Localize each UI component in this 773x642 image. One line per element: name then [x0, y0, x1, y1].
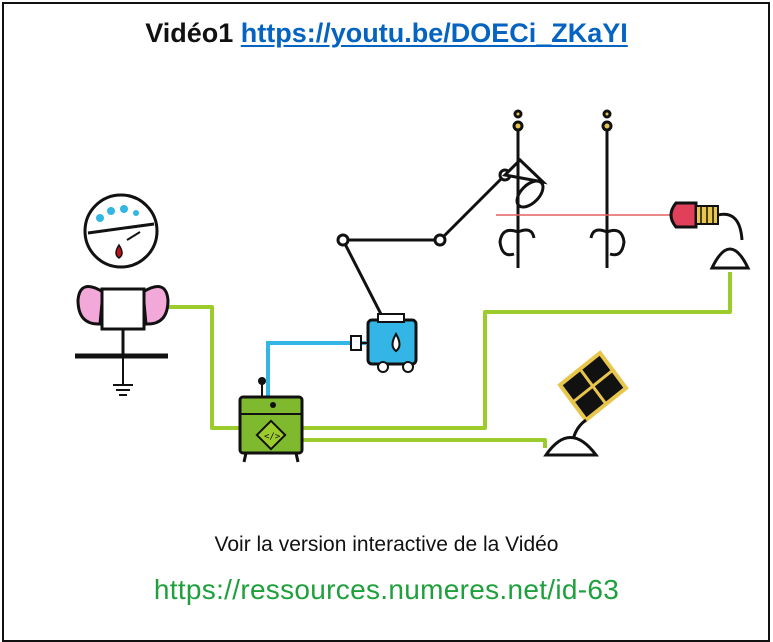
- page-title: Vidéo1 https://youtu.be/DOECi_ZKaYI: [0, 18, 773, 49]
- solar-panel-icon: [543, 350, 629, 457]
- gauge-icon: [83, 193, 159, 269]
- green-wires: [168, 272, 732, 448]
- ears-sensor-icon: [76, 285, 170, 354]
- water-pump-icon: [350, 313, 418, 373]
- blue-wire: [266, 341, 366, 396]
- controller-box-icon: </>: [238, 377, 304, 463]
- lamp-icon: [501, 157, 548, 209]
- svg-text:</>: </>: [264, 432, 281, 442]
- interactive-caption: Voir la version interactive de la Vidéo: [214, 533, 559, 556]
- circuit-illustration: </>: [75, 109, 751, 463]
- title-prefix: Vidéo1: [145, 18, 234, 48]
- laser-posts-icon: [498, 109, 626, 268]
- interactive-link[interactable]: https://ressources.numeres.net/id-63: [153, 574, 620, 605]
- video-link[interactable]: https://youtu.be/DOECi_ZKaYI: [240, 18, 628, 48]
- ground-icon: [75, 353, 168, 396]
- robot-arm-icon: [336, 168, 512, 323]
- laser-receiver-icon: [669, 201, 751, 270]
